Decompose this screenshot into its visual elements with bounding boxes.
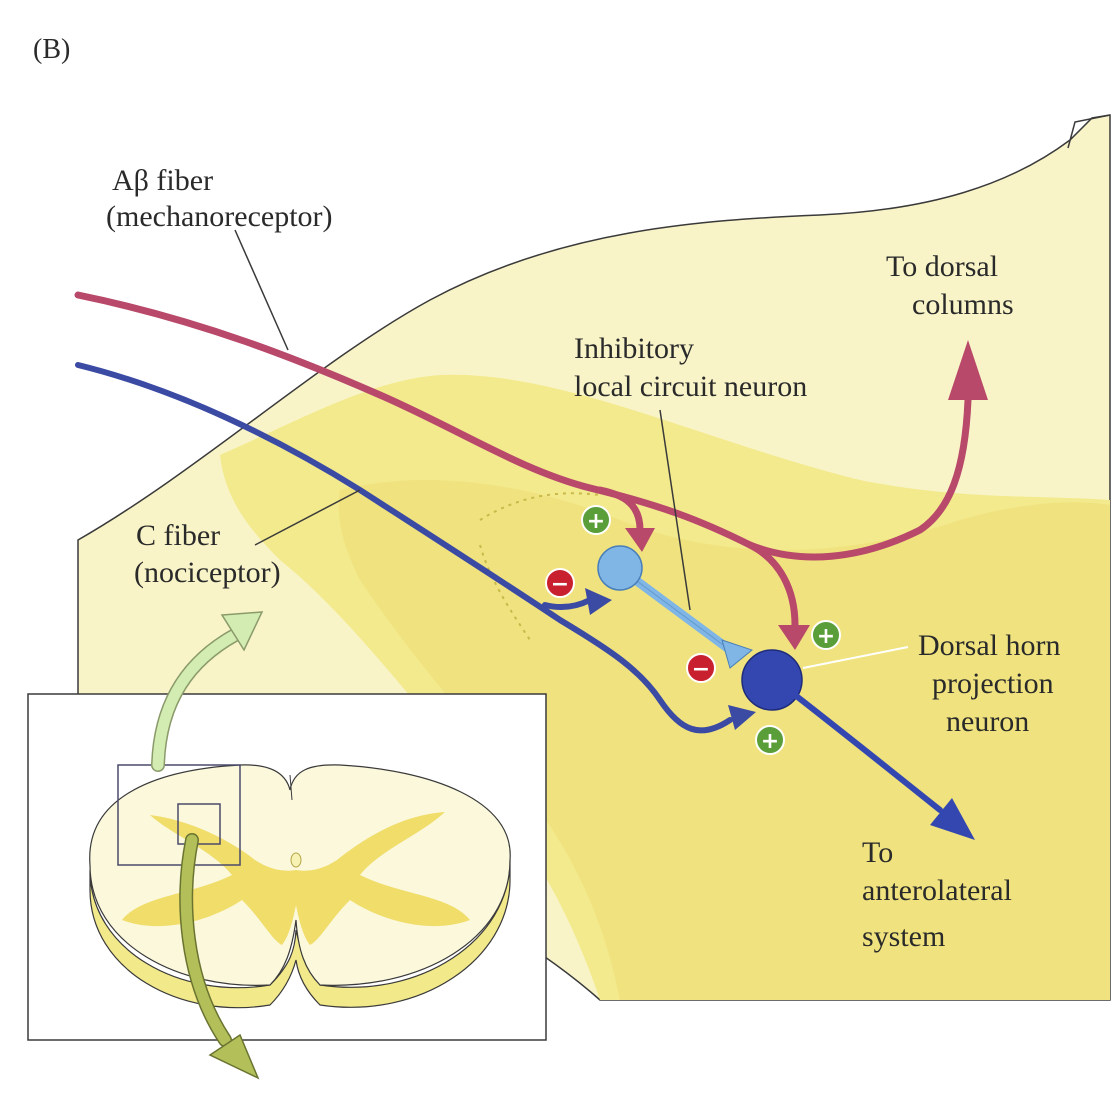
interneuron-axon-outline xyxy=(621,569,731,651)
projection-neuron-axon xyxy=(792,692,943,813)
c-terminal-projection xyxy=(728,705,756,730)
projection-leader xyxy=(802,646,909,669)
dorsal-horn-region xyxy=(338,480,1110,1000)
ab-collateral-projection xyxy=(746,541,799,629)
spinal-cord-cross-section xyxy=(89,764,511,1009)
inhibitory-label-2: local circuit neuron xyxy=(574,370,807,403)
laminae-boundary-dotted-2 xyxy=(479,544,531,641)
inhibitory-label-1: Inhibitory xyxy=(574,332,694,365)
svg-text:+: + xyxy=(761,729,779,754)
c-fiber-branch-top xyxy=(542,597,593,611)
ab-fiber xyxy=(74,291,972,561)
inhibitory-sign-c-interneuron: − xyxy=(545,568,575,598)
ab-fiber-leader xyxy=(234,229,289,351)
anterolateral-arrowhead xyxy=(930,798,975,840)
c-fiber xyxy=(75,362,733,734)
zoom-arrow-up-head xyxy=(220,611,264,652)
dorsal-columns-label-2: columns xyxy=(912,288,1014,321)
c-fiber-leader xyxy=(254,489,361,546)
interneuron-axon xyxy=(617,565,735,655)
svg-text:+: + xyxy=(587,509,605,534)
anterolateral-label-3: system xyxy=(862,920,945,953)
laminae-boundary-dotted xyxy=(479,492,601,521)
inhibitory-sign-interneuron-projection: − xyxy=(686,653,716,683)
c-fiber-label-1: C fiber xyxy=(136,519,220,552)
excitatory-sign-ab-projection: + xyxy=(811,620,841,650)
projection-label-3: neuron xyxy=(946,705,1029,738)
ab-fiber-label-1: Aβ fiber xyxy=(112,164,213,197)
dorsal-columns-arrowhead xyxy=(948,340,988,400)
zoom-arrow-down-head xyxy=(208,1033,260,1080)
anterolateral-label-1: To xyxy=(862,836,893,869)
interneuron-terminal xyxy=(721,639,754,669)
projection-label-1: Dorsal horn xyxy=(918,629,1060,662)
inset-inner-zoom-box xyxy=(177,803,221,845)
inhibitory-interneuron-soma xyxy=(597,545,643,591)
svg-text:−: − xyxy=(692,657,710,682)
projection-label-2: projection xyxy=(932,667,1054,700)
inhibitory-leader xyxy=(659,409,691,611)
dorsal-columns-label-1: To dorsal xyxy=(886,250,998,283)
tissue-notch xyxy=(1067,114,1111,149)
excitatory-sign-ab-interneuron: + xyxy=(581,505,611,535)
c-terminal-interneuron xyxy=(585,588,612,615)
ab-collateral-interneuron xyxy=(596,486,644,534)
anterolateral-label-2: anterolateral xyxy=(862,874,1012,907)
ab-terminal-interneuron xyxy=(625,528,655,552)
excitatory-sign-c-projection: + xyxy=(755,725,785,755)
inset-outer-zoom-box xyxy=(117,764,241,866)
projection-neuron-soma xyxy=(741,649,803,711)
svg-text:−: − xyxy=(551,572,569,597)
svg-text:+: + xyxy=(817,624,835,649)
ab-terminal-projection xyxy=(778,625,810,650)
c-fiber-label-2: (nociceptor) xyxy=(134,556,281,589)
panel-label: (B) xyxy=(33,34,70,65)
ab-fiber-label-2: (mechanoreceptor) xyxy=(106,200,333,233)
